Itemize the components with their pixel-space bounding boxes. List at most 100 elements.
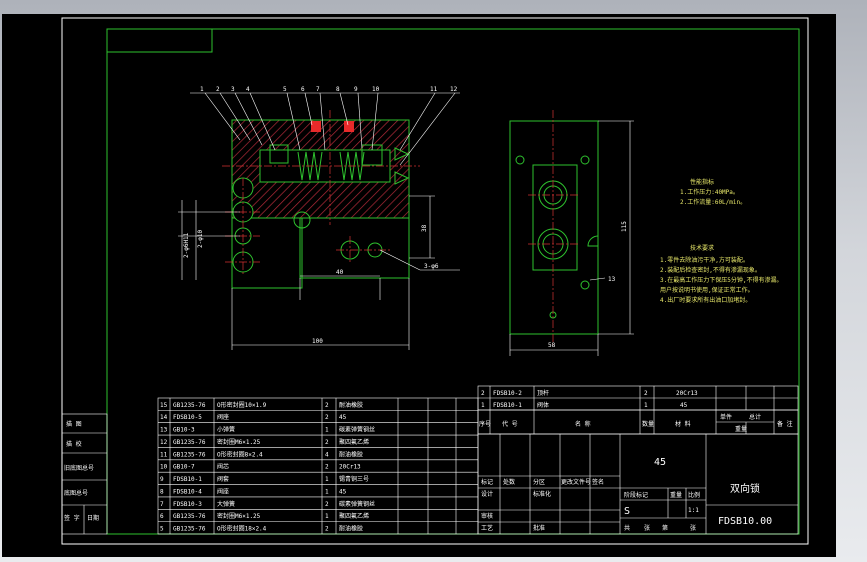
bom-cell-no: 12 [160, 439, 168, 446]
svg-text:总计: 总计 [749, 413, 761, 421]
bom-cell-no: 14 [160, 414, 168, 421]
svg-text:备 注: 备 注 [777, 420, 793, 428]
technical-line-2: 2.装配后检查密封,不得有渗漏现象。 [660, 266, 761, 274]
technical-line-3: 3.在最高工作压力下保压5分钟,不得有渗漏。 [660, 276, 782, 284]
svg-text:45: 45 [680, 402, 688, 409]
bom-cell-qty: 1 [325, 427, 329, 434]
svg-text:描 校: 描 校 [66, 440, 82, 448]
svg-text:标准化: 标准化 [533, 490, 551, 498]
dim-right-height: 38 [421, 224, 428, 232]
svg-text:比例: 比例 [688, 491, 700, 499]
leader-numbers: 1 2 3 4 5 6 7 8 9 10 11 12 [200, 86, 458, 93]
svg-text:张: 张 [644, 524, 650, 532]
svg-text:签 字: 签 字 [64, 514, 80, 522]
bom-cell-qty: 2 [325, 439, 329, 446]
drawing-sheet [2, 14, 836, 557]
svg-text:描 图: 描 图 [66, 420, 82, 428]
svg-text:名 称: 名 称 [575, 420, 591, 428]
bom-cell-name: 大弹簧 [217, 500, 235, 508]
side-leader-number: 13 [608, 276, 616, 283]
bom-cell-qty: 2 [325, 402, 329, 409]
notes: 性能指标 1.工作压力:40MPa。 2.工作流量:60L/min。 技术要求 … [660, 178, 782, 304]
svg-text:12: 12 [450, 86, 458, 93]
bom-cell-qty: 2 [325, 464, 329, 471]
svg-text:日期: 日期 [87, 514, 99, 522]
svg-text:9: 9 [354, 86, 358, 93]
bom-cell-material: 锡青铜三号 [339, 475, 369, 483]
svg-text:重量: 重量 [670, 491, 682, 499]
highlight-red-right [344, 121, 354, 132]
bom-cell-name: O形密封圈10×1.9 [217, 401, 267, 409]
bom-cell-material: 耐油橡胶 [339, 450, 363, 458]
bom-cell-no: 15 [160, 402, 168, 409]
mounting-hole [293, 211, 311, 229]
bom-cell-code: FDSB10-5 [173, 414, 202, 421]
svg-text:单件: 单件 [720, 413, 732, 421]
bom-cell-no: 11 [160, 451, 168, 458]
valve-seat-left [269, 144, 289, 164]
svg-text:11: 11 [430, 86, 438, 93]
bom-cell-code: GB1235-76 [173, 513, 206, 520]
svg-text:1: 1 [200, 86, 204, 93]
bom-cell-name: 阀芯 [217, 463, 229, 471]
technical-title: 技术要求 [690, 244, 714, 252]
body-right-lower [299, 217, 410, 279]
svg-text:代 号: 代 号 [502, 420, 518, 428]
bom-cell-no: 5 [160, 526, 164, 533]
bom-cell-no: 6 [160, 513, 164, 520]
bom-cell-code: GB1235-76 [173, 402, 206, 409]
bom-cell-name: 阀座 [217, 487, 229, 495]
svg-text:阀体: 阀体 [537, 401, 549, 409]
dim-side-width: 58 [548, 342, 556, 349]
title-material: 45 [654, 457, 666, 468]
dim-left-upper: 2-φ6H11 [183, 232, 190, 258]
performance-line-2: 2.工作流量:60L/min。 [680, 198, 746, 206]
bom-upper-rows: 2 FDSB10-2 顶杆 2 20Cr13 1 FDSB10-1 阀体 1 4… [481, 389, 698, 409]
bom-cell-qty: 4 [325, 451, 329, 458]
svg-text:批准: 批准 [533, 524, 545, 532]
bom-cell-name: 密封圈M6×1.25 [217, 512, 261, 520]
svg-text:共: 共 [624, 524, 630, 532]
svg-text:顶杆: 顶杆 [537, 389, 549, 397]
bom-cell-code: GB1235-76 [173, 451, 206, 458]
bom-cell-name: O形密封圈18×2.4 [217, 525, 267, 533]
bom-cell-name: 小弹簧 [217, 426, 235, 434]
bom-cell-material: 聚四氟乙烯 [339, 512, 369, 520]
bom-cell-code: GB10-3 [173, 427, 195, 434]
bom-cell-no: 10 [160, 464, 168, 471]
bom-cell-code: GB1235-76 [173, 526, 206, 533]
bom-cell-material: 45 [339, 414, 347, 421]
technical-line-4: 用户按说明书使用,保证正常工作。 [660, 286, 754, 294]
dim-bottom: 40 [336, 269, 344, 276]
svg-text:4: 4 [246, 86, 250, 93]
dim-hole: 3-φ6 [424, 263, 439, 270]
side-notch [587, 235, 599, 247]
bom-cell-no: 13 [160, 427, 168, 434]
svg-text:张: 张 [690, 524, 696, 532]
bom-cell-material: 耐油橡胶 [339, 401, 363, 409]
bom-cell-code: FDSB10-1 [173, 476, 202, 483]
technical-line-5: 4.出厂时要求所有出油口加堵封。 [660, 296, 751, 304]
side-hole-tl [515, 155, 525, 165]
bom-cell-material: 碳素弹簧钢丝 [339, 500, 375, 508]
svg-text:底图总号: 底图总号 [64, 489, 88, 497]
bom-header: 序号 代 号 名 称 数量 材 料 单件 总计 重量 备 注 [479, 413, 793, 433]
svg-text:10: 10 [372, 86, 380, 93]
svg-text:3: 3 [231, 86, 235, 93]
svg-text:2: 2 [644, 390, 648, 397]
bom-cell-material: 20Cr13 [339, 464, 361, 471]
svg-text:工艺: 工艺 [481, 524, 493, 532]
side-pocket [532, 164, 578, 271]
svg-text:8: 8 [336, 86, 340, 93]
bom-cell-code: GB1235-76 [173, 439, 206, 446]
svg-text:材 料: 材 料 [675, 420, 691, 428]
drawing-name: 双向锁 [730, 482, 760, 495]
side-view: 58 115 13 [509, 110, 634, 356]
scale-value: 1:1 [688, 507, 699, 514]
title-block-grid [477, 433, 799, 535]
side-hole-tr [580, 155, 590, 165]
bom-cell-code: FDSB10-3 [173, 501, 202, 508]
svg-text:2: 2 [481, 390, 485, 397]
